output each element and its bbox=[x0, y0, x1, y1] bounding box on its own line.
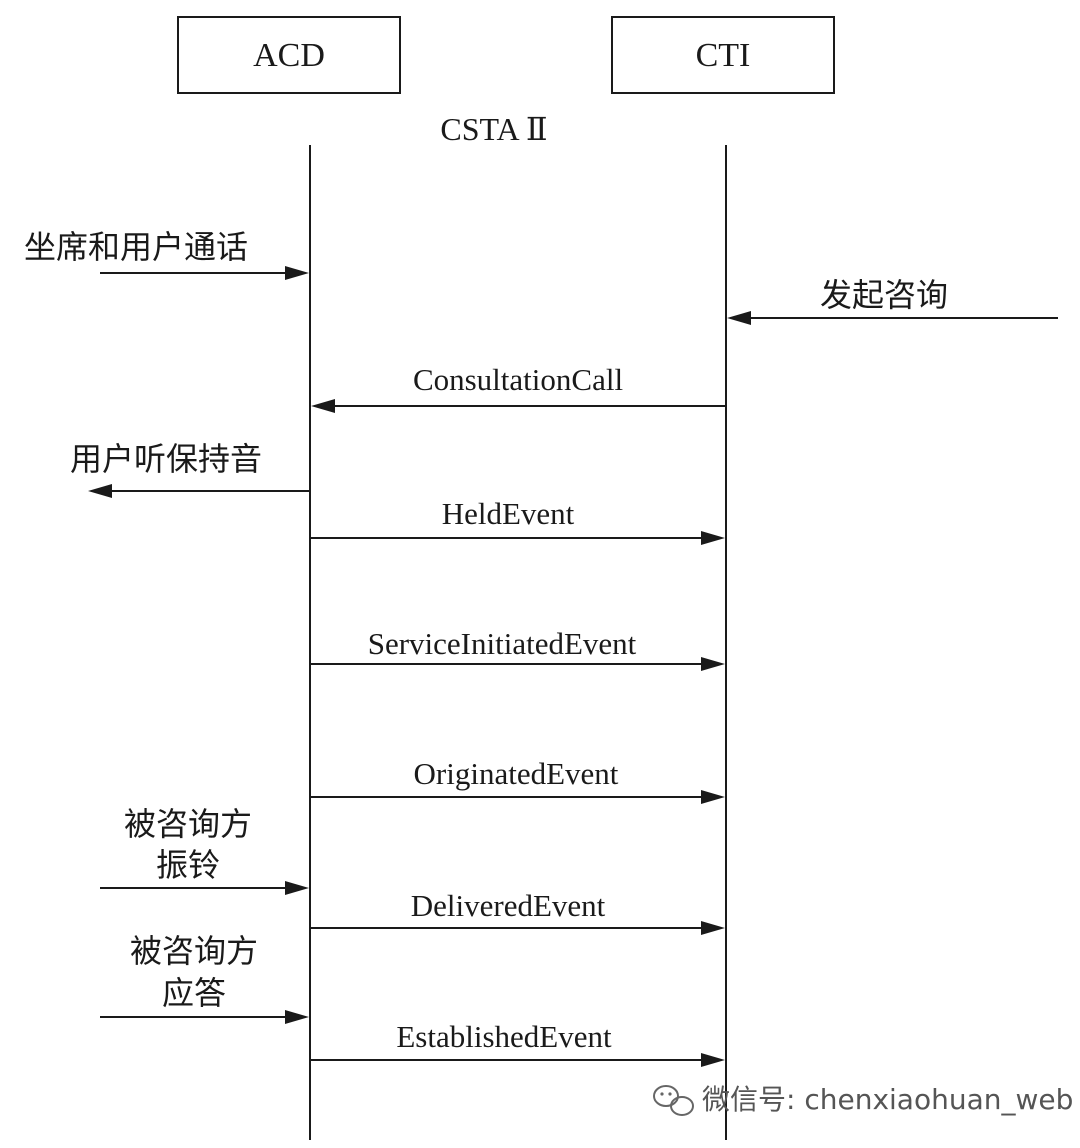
participant-cti-box bbox=[611, 16, 835, 94]
note-agent-user-call: 坐席和用户通话 bbox=[24, 228, 248, 266]
message-consultation-call-label: ConsultationCall bbox=[413, 362, 623, 397]
arrow-established-event bbox=[311, 1053, 725, 1067]
participant-acd: ACD bbox=[177, 16, 401, 94]
arrow-user-hold-music bbox=[88, 484, 309, 498]
arrow-consultee-ringing bbox=[100, 881, 309, 895]
arrow-consultation-call bbox=[311, 399, 725, 413]
watermark: 微信号: chenxiaohuan_web bbox=[653, 1083, 1073, 1116]
arrow-consultee-answer bbox=[100, 1010, 309, 1024]
arrow-held-event bbox=[311, 531, 725, 545]
message-delivered-event-label: DeliveredEvent bbox=[411, 888, 606, 923]
participant-cti: CTI bbox=[611, 16, 835, 94]
wechat-icon bbox=[653, 1085, 694, 1116]
arrow-service-initiated-event bbox=[311, 657, 725, 671]
arrow-originated-event bbox=[311, 790, 725, 804]
arrow-delivered-event bbox=[311, 921, 725, 935]
participant-acd-box bbox=[177, 16, 401, 94]
protocol-label: CSTA Ⅱ bbox=[440, 111, 547, 147]
note-consultee-answer-line2: 应答 bbox=[162, 974, 226, 1012]
note-initiate-consult: 发起咨询 bbox=[820, 276, 948, 314]
note-consultee-ringing-line1: 被咨询方 bbox=[124, 805, 252, 843]
arrow-initiate-consult bbox=[727, 311, 1058, 325]
note-consultee-answer-line1: 被咨询方 bbox=[130, 932, 258, 970]
message-service-initiated-event-label: ServiceInitiatedEvent bbox=[368, 626, 637, 661]
message-held-event-label: HeldEvent bbox=[442, 496, 575, 531]
note-user-hold-music: 用户听保持音 bbox=[70, 440, 262, 478]
participant-cti-label: CTI bbox=[696, 37, 751, 74]
watermark-text: 微信号: chenxiaohuan_web bbox=[702, 1083, 1073, 1116]
message-originated-event-label: OriginatedEvent bbox=[414, 756, 619, 791]
note-consultee-ringing-line2: 振铃 bbox=[156, 846, 220, 884]
arrow-agent-user-call bbox=[100, 266, 309, 280]
participant-acd-label: ACD bbox=[253, 37, 325, 74]
message-established-event-label: EstablishedEvent bbox=[396, 1019, 612, 1054]
